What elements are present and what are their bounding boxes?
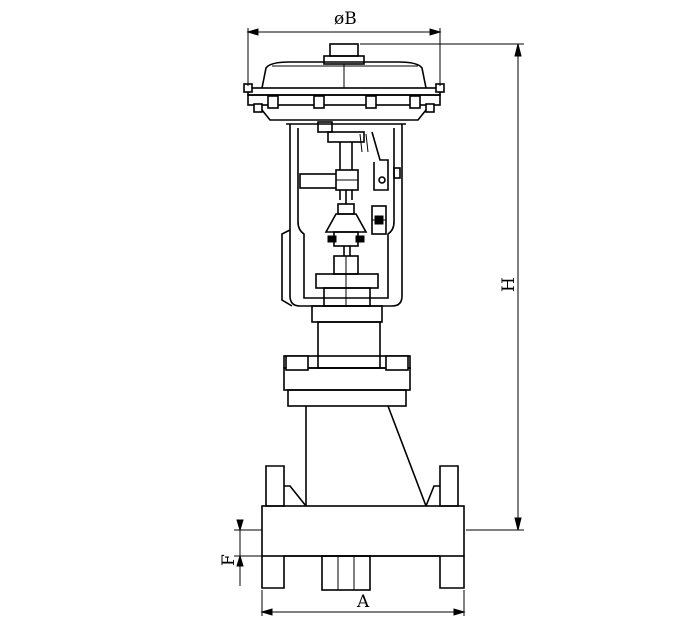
- stem-assembly: [299, 121, 379, 307]
- position-indicator: [359, 131, 401, 235]
- flange-bolts: [243, 83, 445, 113]
- width-a-label: A: [356, 592, 370, 612]
- valve-body: [261, 405, 465, 591]
- yoke: [281, 123, 406, 307]
- dimension-diameter-b: [246, 28, 442, 86]
- dimension-flange-f: [234, 519, 262, 586]
- diameter-b-label: øB: [334, 9, 357, 29]
- dimension-width-a: [260, 590, 466, 616]
- bonnet: [283, 305, 411, 407]
- diaphragm-actuator: [243, 43, 445, 121]
- height-h-label: H: [499, 277, 519, 292]
- dimension-height-h: [360, 43, 524, 531]
- flange-f-label: F: [219, 554, 239, 566]
